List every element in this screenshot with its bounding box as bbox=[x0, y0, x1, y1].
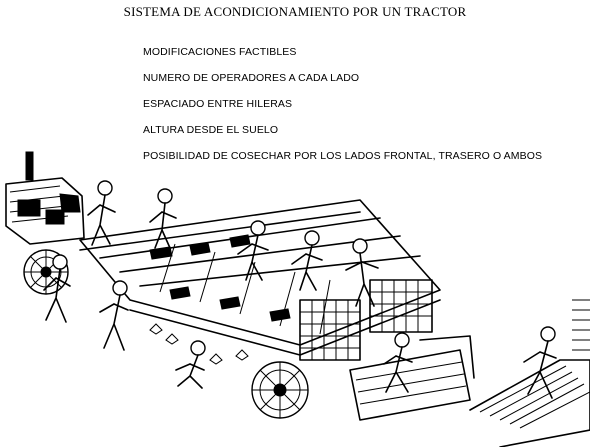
trailer-platform bbox=[79, 199, 441, 356]
feature-item-row-spacing: ESPACIADO ENTRE HILERAS bbox=[143, 98, 293, 110]
ground-plants bbox=[149, 323, 249, 365]
tractor bbox=[5, 151, 85, 245]
feature-item-modifications: MODIFICACIONES FACTIBLES bbox=[143, 46, 297, 58]
ground-worker-figures bbox=[43, 254, 557, 399]
feature-item-operators: NUMERO DE OPERADORES A CADA LADO bbox=[143, 72, 360, 84]
feature-list: MODIFICACIONES FACTIBLES NUMERO DE OPERA… bbox=[143, 45, 542, 175]
conveyor-ramp bbox=[469, 299, 590, 447]
trailer-rear-wheel bbox=[251, 361, 309, 419]
diagram-title: SISTEMA DE ACONDICIONAMIENTO POR UN TRAC… bbox=[123, 4, 467, 19]
crate-racks bbox=[299, 279, 433, 361]
feature-item-ground-height: ALTURA DESDE EL SUELO bbox=[143, 124, 279, 136]
feature-item-harvest-sides: POSIBILIDAD DE COSECHAR POR LOS LADOS FR… bbox=[143, 150, 543, 162]
rear-loading-frame bbox=[349, 335, 475, 421]
worker-figures bbox=[87, 180, 379, 307]
